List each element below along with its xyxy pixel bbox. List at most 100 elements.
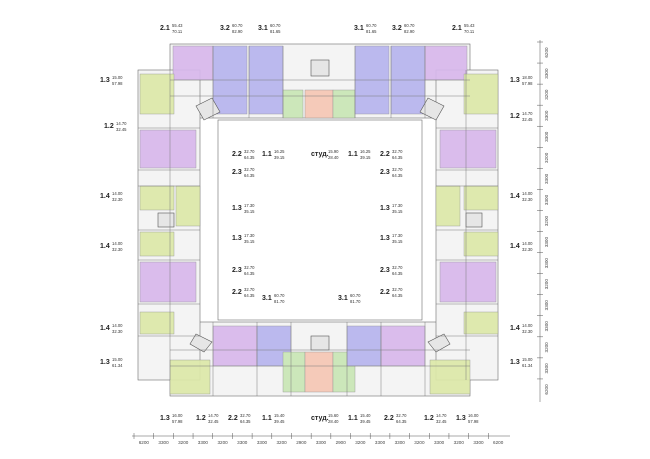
svg-text:2.2: 2.2 (232, 151, 242, 158)
svg-text:1.1: 1.1 (262, 151, 272, 158)
svg-text:1.3: 1.3 (100, 359, 110, 366)
svg-text:57.98: 57.98 (468, 419, 479, 424)
apt-r-1-3-a (463, 73, 499, 115)
svg-text:2.3: 2.3 (232, 169, 242, 176)
core-top-left (195, 97, 221, 121)
svg-text:28.40: 28.40 (328, 155, 339, 160)
apt-l-1-4-c (139, 311, 175, 335)
svg-text:1.3: 1.3 (160, 415, 170, 422)
dimension-label: 3300 (544, 300, 549, 311)
svg-text:64.35: 64.35 (392, 155, 403, 160)
dimension-label: 6200 (544, 384, 549, 395)
svg-text:39.15: 39.15 (360, 155, 371, 160)
svg-text:70.11: 70.11 (464, 29, 475, 34)
core-left (157, 212, 175, 228)
svg-text:1.4: 1.4 (510, 325, 520, 332)
svg-text:17.30: 17.30 (244, 203, 255, 208)
dimension-label: 3200 (454, 440, 465, 445)
svg-text:60.70: 60.70 (404, 23, 415, 28)
svg-text:64.35: 64.35 (240, 419, 251, 424)
svg-text:17.30: 17.30 (392, 233, 403, 238)
dimension-lines (132, 40, 541, 437)
apt-l-2-2-a (139, 129, 197, 169)
svg-text:14.70: 14.70 (522, 111, 533, 116)
svg-text:2.2: 2.2 (380, 151, 390, 158)
svg-text:82.90: 82.90 (404, 29, 415, 34)
svg-text:81.70: 81.70 (350, 299, 361, 304)
svg-text:1.4: 1.4 (510, 243, 520, 250)
svg-text:64.35: 64.35 (244, 293, 255, 298)
svg-text:1.3: 1.3 (510, 77, 520, 84)
svg-text:15.40: 15.40 (360, 413, 371, 418)
svg-text:64.35: 64.35 (244, 155, 255, 160)
apt-l-1-4-a (139, 185, 175, 211)
svg-text:60.70: 60.70 (350, 293, 361, 298)
svg-text:14.00: 14.00 (112, 191, 123, 196)
dimension-label: 3200 (544, 215, 549, 226)
apt-l-1-3-a (139, 73, 175, 115)
svg-text:57.98: 57.98 (522, 81, 533, 86)
dimension-label: 3200 (414, 440, 425, 445)
svg-text:1.4: 1.4 (100, 193, 110, 200)
apt-l-1-3-mid-a (175, 185, 201, 227)
svg-text:32.70: 32.70 (244, 265, 255, 270)
dimension-label: 3300 (544, 110, 549, 121)
apt-r-1-4-a (463, 185, 499, 211)
svg-text:1.3: 1.3 (232, 235, 242, 242)
apt-bot-1-1-left (282, 351, 306, 393)
svg-text:14.00: 14.00 (522, 191, 533, 196)
core-top-right (419, 97, 445, 121)
dimension-label: 3300 (544, 321, 549, 332)
dimension-label: 2900 (296, 440, 307, 445)
svg-text:35.15: 35.15 (244, 209, 255, 214)
svg-text:39.45: 39.45 (274, 419, 285, 424)
svg-text:70.11: 70.11 (172, 29, 183, 34)
dimension-label: 3200 (544, 89, 549, 100)
apt-r-2-2-a (439, 129, 497, 169)
core-bottom (310, 335, 330, 351)
svg-text:16.00: 16.00 (172, 413, 183, 418)
svg-text:1.3: 1.3 (510, 359, 520, 366)
apt-r-1-3-mid-a (435, 185, 461, 227)
dimension-label: 3300 (544, 237, 549, 248)
svg-text:35.15: 35.15 (244, 239, 255, 244)
svg-text:1.1: 1.1 (348, 415, 358, 422)
svg-text:39.45: 39.45 (360, 419, 371, 424)
core-right (465, 212, 483, 228)
svg-text:64.35: 64.35 (392, 293, 403, 298)
dimension-label: 3300 (316, 440, 327, 445)
apt-bot-3-1-right (346, 325, 382, 367)
svg-text:57.98: 57.98 (172, 419, 183, 424)
svg-text:1.4: 1.4 (100, 243, 110, 250)
svg-text:16.25: 16.25 (274, 149, 285, 154)
svg-text:16.00: 16.00 (468, 413, 479, 418)
dimension-label: 3200 (544, 279, 549, 290)
apartment-fills (139, 45, 499, 395)
dimension-label: 6200 (544, 47, 549, 58)
svg-text:2.1: 2.1 (452, 25, 462, 32)
building-cores (157, 59, 483, 353)
svg-text:60.70: 60.70 (232, 23, 243, 28)
svg-text:2.2: 2.2 (228, 415, 238, 422)
apt-top-2-1-right (424, 45, 468, 81)
svg-text:1.2: 1.2 (104, 123, 114, 130)
svg-text:81.65: 81.65 (270, 29, 281, 34)
dimension-label: 3300 (158, 440, 169, 445)
svg-text:32.30: 32.30 (112, 247, 123, 252)
svg-text:32.30: 32.30 (112, 197, 123, 202)
